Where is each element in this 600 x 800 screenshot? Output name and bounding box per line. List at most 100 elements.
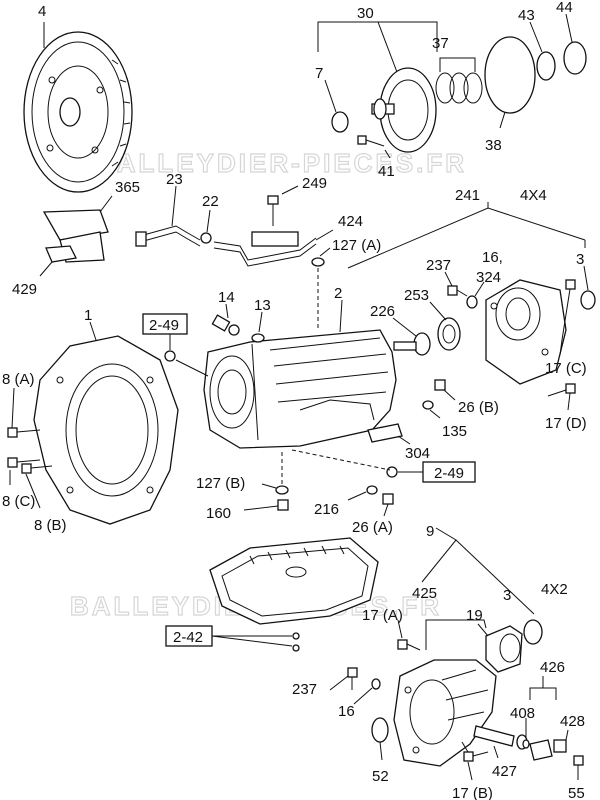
label-17a: 17 (A): [362, 607, 403, 624]
plug-ref-right-drawing: [386, 466, 398, 478]
label-408: 408: [510, 705, 535, 722]
seal-3b-drawing: [523, 619, 543, 645]
extension-housing-drawing: [393, 659, 497, 767]
bolt-41-drawing: [357, 135, 385, 147]
bolt-17c-drawing: [561, 279, 576, 341]
clip-304-drawing: [367, 423, 403, 443]
label-3a: 3: [576, 251, 584, 268]
bolt-249-drawing: [267, 195, 279, 226]
label-55: 55: [568, 785, 585, 800]
washer-324-drawing: [466, 295, 478, 309]
label-38: 38: [485, 137, 502, 154]
label-26a: 26 (A): [352, 519, 393, 536]
label-26b: 26 (B): [458, 399, 499, 416]
bolt-17b-drawing: [463, 751, 489, 762]
label-304: 304: [405, 445, 430, 462]
transmission-case-drawing: [203, 329, 417, 449]
oil-pump-drawing: [371, 67, 437, 153]
rings-37-drawing: [435, 72, 483, 104]
ref-text-pan[interactable]: 2-42: [173, 629, 203, 646]
label-4x4: 4X4: [520, 187, 547, 204]
bolt-55-drawing: [573, 755, 584, 780]
washer-16b-drawing: [371, 678, 381, 690]
label-160: 160: [206, 505, 231, 522]
ref-text-right[interactable]: 2-49: [434, 465, 464, 482]
label-16a: 16,: [482, 249, 503, 266]
label-127b: 127 (B): [196, 475, 245, 492]
label-13: 13: [254, 297, 271, 314]
seal-52-drawing: [371, 717, 389, 743]
label-237a: 237: [426, 257, 451, 274]
label-216: 216: [314, 501, 339, 518]
watermark-top: BALLEYDIER-PIECES.FR: [95, 148, 467, 178]
label-17b: 17 (B): [452, 785, 493, 800]
oil-pan-drawing: [209, 537, 379, 625]
label-30: 30: [357, 5, 374, 22]
label-14: 14: [218, 289, 235, 306]
label-426: 426: [540, 659, 565, 676]
label-17d: 17 (D): [545, 415, 587, 432]
bearing-253-drawing: [437, 317, 461, 351]
label-2: 2: [334, 285, 342, 302]
bolt-17d-drawing: [547, 383, 576, 397]
label-37: 37: [432, 35, 449, 52]
plug-428-drawing: [553, 739, 567, 753]
label-324: 324: [476, 269, 501, 286]
plug-26b-drawing: [434, 379, 446, 391]
label-4x2: 4X2: [541, 581, 568, 598]
sensor-14-drawing: [211, 314, 240, 336]
label-44: 44: [556, 0, 573, 16]
label-8a: 8 (A): [2, 371, 35, 388]
label-427: 427: [492, 763, 517, 780]
washer-127a-drawing: [311, 257, 325, 267]
label-23: 23: [166, 171, 183, 188]
pipe-424-drawing: [213, 231, 317, 267]
label-17c: 17 (C): [545, 360, 587, 377]
label-249: 249: [302, 175, 327, 192]
washer-216-drawing: [366, 485, 378, 495]
ref-text-top[interactable]: 2-49: [149, 317, 179, 334]
plug-160-drawing: [277, 499, 289, 511]
label-127a: 127 (A): [332, 237, 381, 254]
label-43: 43: [518, 7, 535, 24]
bell-housing-drawing: [33, 335, 179, 525]
label-19: 19: [466, 607, 483, 624]
plug-ref-drawing: [164, 350, 176, 362]
ref-box-top[interactable]: [142, 313, 188, 335]
label-429: 429: [12, 281, 37, 298]
label-428: 428: [560, 713, 585, 730]
bolt-3a-drawing: [580, 265, 596, 310]
pad-429-drawing: [45, 245, 77, 263]
label-425: 425: [412, 585, 437, 602]
bolt-237a-drawing: [447, 285, 468, 297]
seal-7-drawing: [331, 111, 349, 133]
label-424: 424: [338, 213, 363, 230]
clip-135-drawing: [422, 400, 434, 410]
plug-26a-drawing: [382, 493, 394, 505]
label-237b: 237: [292, 681, 317, 698]
label-241: 241: [455, 187, 480, 204]
label-8c: 8 (C): [2, 493, 35, 510]
o-ring-408-drawing: [522, 739, 530, 749]
bolt-237b-drawing: [347, 667, 358, 690]
label-4: 4: [38, 3, 46, 20]
seal-44-drawing: [563, 41, 587, 75]
washer-127b-drawing: [275, 485, 289, 495]
shaft-427-drawing: [473, 725, 528, 750]
washer-43-drawing: [536, 51, 556, 81]
label-365: 365: [115, 179, 140, 196]
o-ring-38-drawing: [484, 36, 536, 114]
label-9: 9: [426, 523, 434, 540]
label-16b: 16: [338, 703, 355, 720]
label-8b: 8 (B): [34, 517, 67, 534]
label-22: 22: [202, 193, 219, 210]
torque-converter-drawing: [23, 31, 133, 193]
boot-19-drawing: [485, 625, 523, 673]
label-135: 135: [442, 423, 467, 440]
label-253: 253: [404, 287, 429, 304]
label-3b: 3: [503, 587, 511, 604]
bolt-17a-drawing: [397, 639, 421, 651]
label-1: 1: [84, 307, 92, 324]
label-7: 7: [315, 65, 323, 82]
